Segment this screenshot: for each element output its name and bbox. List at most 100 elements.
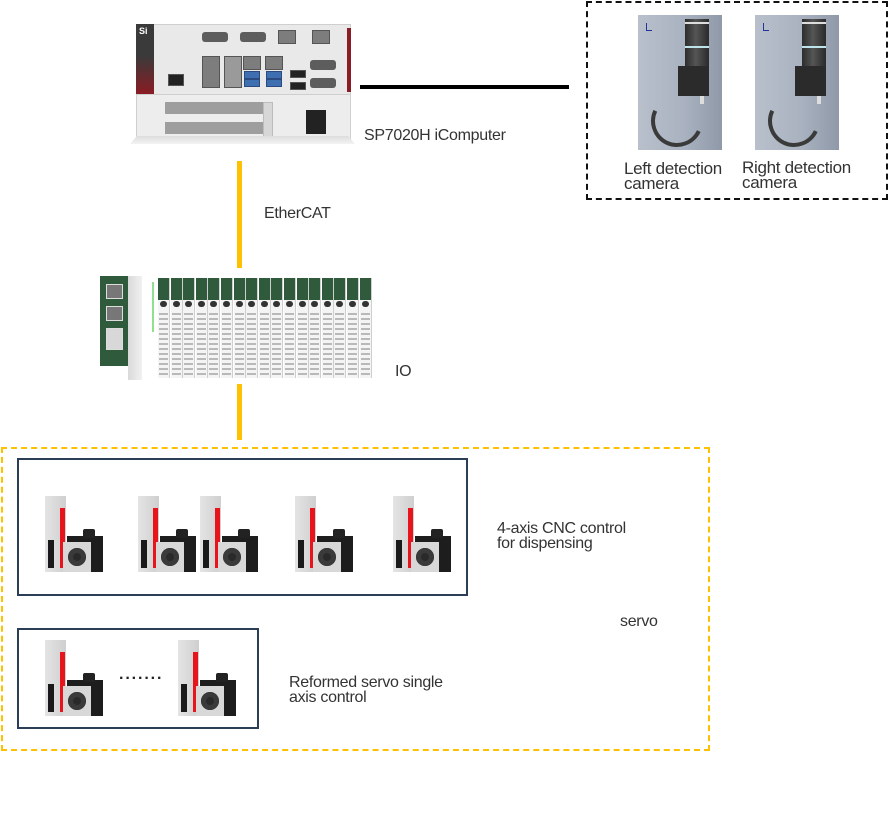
io-module-knob (349, 301, 356, 307)
io-module-head (183, 278, 195, 300)
io-module-head (170, 278, 182, 300)
servo-drive-motor (45, 496, 109, 574)
computer-side-panel: Si (136, 24, 154, 94)
motor-flange (63, 686, 91, 716)
usb-port (266, 79, 282, 87)
io-module-head (221, 278, 232, 300)
left-detection-camera-image (638, 15, 722, 155)
motor-flange (196, 686, 224, 716)
io-module (321, 278, 334, 378)
io-module-terminals (222, 310, 231, 376)
io-module-terminals (285, 310, 294, 376)
serial-port (240, 32, 266, 42)
ethernet-port (106, 284, 123, 299)
servo-drive-panel (310, 508, 315, 568)
io-module-head (309, 278, 321, 300)
io-module-head (195, 278, 207, 300)
motor-connector (83, 529, 95, 538)
cnc-servo-box (17, 458, 468, 596)
computer-red-stripe (347, 28, 351, 92)
servo-drive-terminal (141, 540, 147, 568)
io-module (246, 278, 259, 378)
right-camera-label: Right detection camera (742, 158, 851, 192)
io-module-terminals (159, 310, 168, 376)
left-camera-label: Left detection camera (624, 159, 722, 193)
io-module-terminals (322, 310, 332, 376)
io-module-terminals (360, 310, 370, 376)
usb-port (244, 71, 260, 79)
camera-body (678, 66, 709, 96)
power-connector (168, 74, 184, 86)
servo-drive-terminal (203, 540, 209, 568)
servo-drive-motor (45, 640, 109, 718)
single-axis-label-line1: Reformed servo single (289, 674, 443, 691)
camera-lens (685, 19, 709, 69)
io-module (347, 278, 359, 378)
io-module (296, 278, 309, 378)
motor-connector (176, 529, 188, 538)
servo-drive-motor (178, 640, 242, 718)
io-module-head (158, 278, 169, 300)
io-module-terminals (348, 310, 357, 376)
servo-drive-motor (393, 496, 457, 574)
io-module-terminals (310, 310, 320, 376)
io-module-head (246, 278, 258, 300)
io-module-knob (260, 301, 268, 307)
motor-connector (431, 529, 443, 538)
ethernet-port (312, 30, 330, 44)
status-leds (152, 282, 154, 332)
ethercat-link (237, 161, 242, 268)
io-module (183, 278, 196, 378)
io-module-knob (361, 301, 369, 307)
camera-body (795, 66, 826, 96)
left-camera-label-line1: Left detection (624, 159, 722, 178)
camera-lens (802, 19, 826, 69)
servo-drive-terminal (298, 540, 304, 568)
io-module-terminals (247, 310, 257, 376)
servo-drive-motor (138, 496, 202, 574)
motor-flange (411, 542, 439, 572)
io-module (271, 278, 284, 378)
io-module (195, 278, 208, 378)
io-module-terminals (184, 310, 194, 376)
io-module (208, 278, 221, 378)
io-module-knob (248, 301, 256, 307)
servo-drive-terminal (181, 684, 187, 712)
camera-connector (817, 96, 821, 104)
io-module-head (334, 278, 346, 300)
sp7020h-icomputer-image: Si (130, 18, 355, 146)
io-coupler (100, 276, 128, 366)
left-camera-label-line2: camera (624, 174, 679, 193)
io-module-knob (160, 301, 167, 307)
io-module-terminals (171, 310, 181, 376)
hdmi-port (290, 82, 306, 90)
computer-mounting-base (130, 136, 355, 144)
io-module-terminals (234, 310, 244, 376)
right-camera-label-line1: Right detection (742, 158, 851, 177)
servo-drive-panel (215, 508, 220, 568)
servo-drive-panel (408, 508, 413, 568)
io-module-knob (172, 301, 180, 307)
serial-port (202, 32, 228, 42)
io-servo-link (237, 384, 242, 440)
right-camera-label-line2: camera (742, 173, 797, 192)
servo-label: servo (620, 613, 658, 630)
ethercat-label: EtherCAT (264, 205, 331, 222)
io-module-knob (223, 301, 230, 307)
motor-flange (313, 542, 341, 572)
servo-drive-panel (60, 508, 65, 568)
power-terminal (306, 110, 326, 134)
ethernet-port (106, 306, 123, 321)
servo-drive-panel (60, 652, 65, 712)
io-module (309, 278, 322, 378)
io-module-knob (286, 301, 293, 307)
io-module-knob (273, 301, 281, 307)
pci-slot (165, 122, 265, 134)
io-module-knob (336, 301, 344, 307)
io-module-head (233, 278, 245, 300)
ethernet-port (224, 56, 242, 88)
pci-slot (165, 102, 265, 114)
io-module-terminals (335, 310, 345, 376)
servo-group-box (1, 447, 710, 751)
ethernet-usb-port (202, 56, 220, 88)
